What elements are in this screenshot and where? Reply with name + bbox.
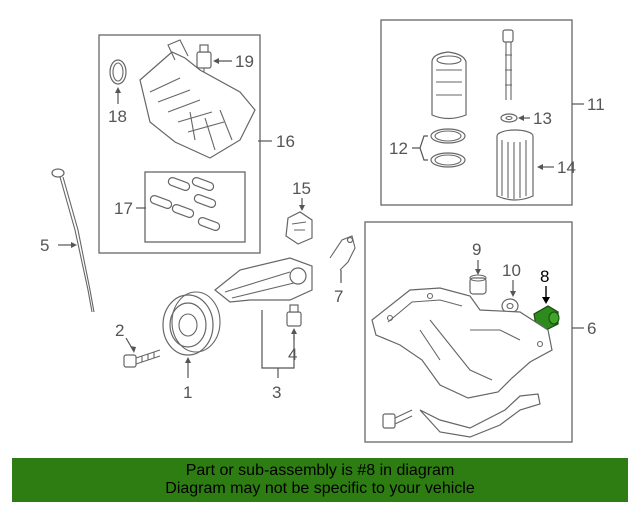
gasket-part-10	[501, 298, 519, 314]
callout-1: 1	[183, 383, 192, 402]
level-indicator	[502, 29, 514, 100]
callout-11: 11	[587, 95, 605, 114]
pulley-part-1	[162, 291, 221, 356]
dipstick-part-5	[51, 168, 95, 313]
intake-manifold-part-16	[139, 39, 256, 159]
callout-4: 4	[288, 345, 297, 364]
callout-15: 15	[292, 179, 311, 198]
sensor-part-8-highlighted[interactable]	[533, 305, 560, 331]
nut-part-4	[286, 304, 302, 327]
callout-3: 3	[272, 383, 281, 402]
callout-5: 5	[40, 236, 49, 255]
filter-element-part-14	[496, 129, 534, 201]
gasket-set-part-17	[149, 177, 221, 231]
plug-part-9	[469, 274, 487, 295]
sensor-part-19	[196, 44, 212, 74]
callout-10: 10	[502, 261, 521, 280]
bracket-part-7	[329, 235, 356, 271]
banner-line-2: Diagram may not be specific to your vehi…	[165, 480, 475, 497]
oil-pump-part-3	[214, 257, 313, 303]
callout-16: 16	[276, 132, 295, 151]
washer-part-13	[500, 113, 518, 123]
seal-part-12	[430, 128, 466, 168]
callout-12: 12	[389, 139, 408, 158]
gasket-kit-box	[144, 171, 246, 243]
callout-9: 9	[472, 240, 481, 259]
parts-diagram: 1 2 3 4 5 6 7 8 9 10 11 12 13 14 15 16 1…	[40, 19, 605, 443]
callout-8: 8	[540, 267, 549, 286]
callout-7: 7	[334, 287, 343, 306]
callout-13: 13	[533, 109, 552, 128]
banner-line-1: Part or sub-assembly is #8 in diagram	[185, 462, 455, 479]
pan-bolt	[382, 409, 413, 429]
callout-18: 18	[108, 107, 127, 126]
oil-pan	[371, 287, 553, 399]
part-info-banner: Part or sub-assembly is #8 in diagram Di…	[12, 458, 628, 502]
bracket-part-15	[285, 211, 313, 245]
intake-manifold-group-box	[98, 34, 261, 254]
oil-pan-group-box	[364, 221, 573, 443]
o-ring-part-18	[109, 59, 127, 85]
callout-2: 2	[115, 321, 124, 340]
callout-14: 14	[557, 158, 576, 177]
oil-filter-group-box	[380, 19, 573, 206]
callout-6: 6	[587, 319, 596, 338]
baffle-bracket	[419, 393, 541, 438]
bolt-part-2	[123, 349, 161, 368]
callout-17: 17	[114, 199, 133, 218]
callout-19: 19	[235, 52, 254, 71]
oil-filter-housing	[431, 51, 467, 120]
